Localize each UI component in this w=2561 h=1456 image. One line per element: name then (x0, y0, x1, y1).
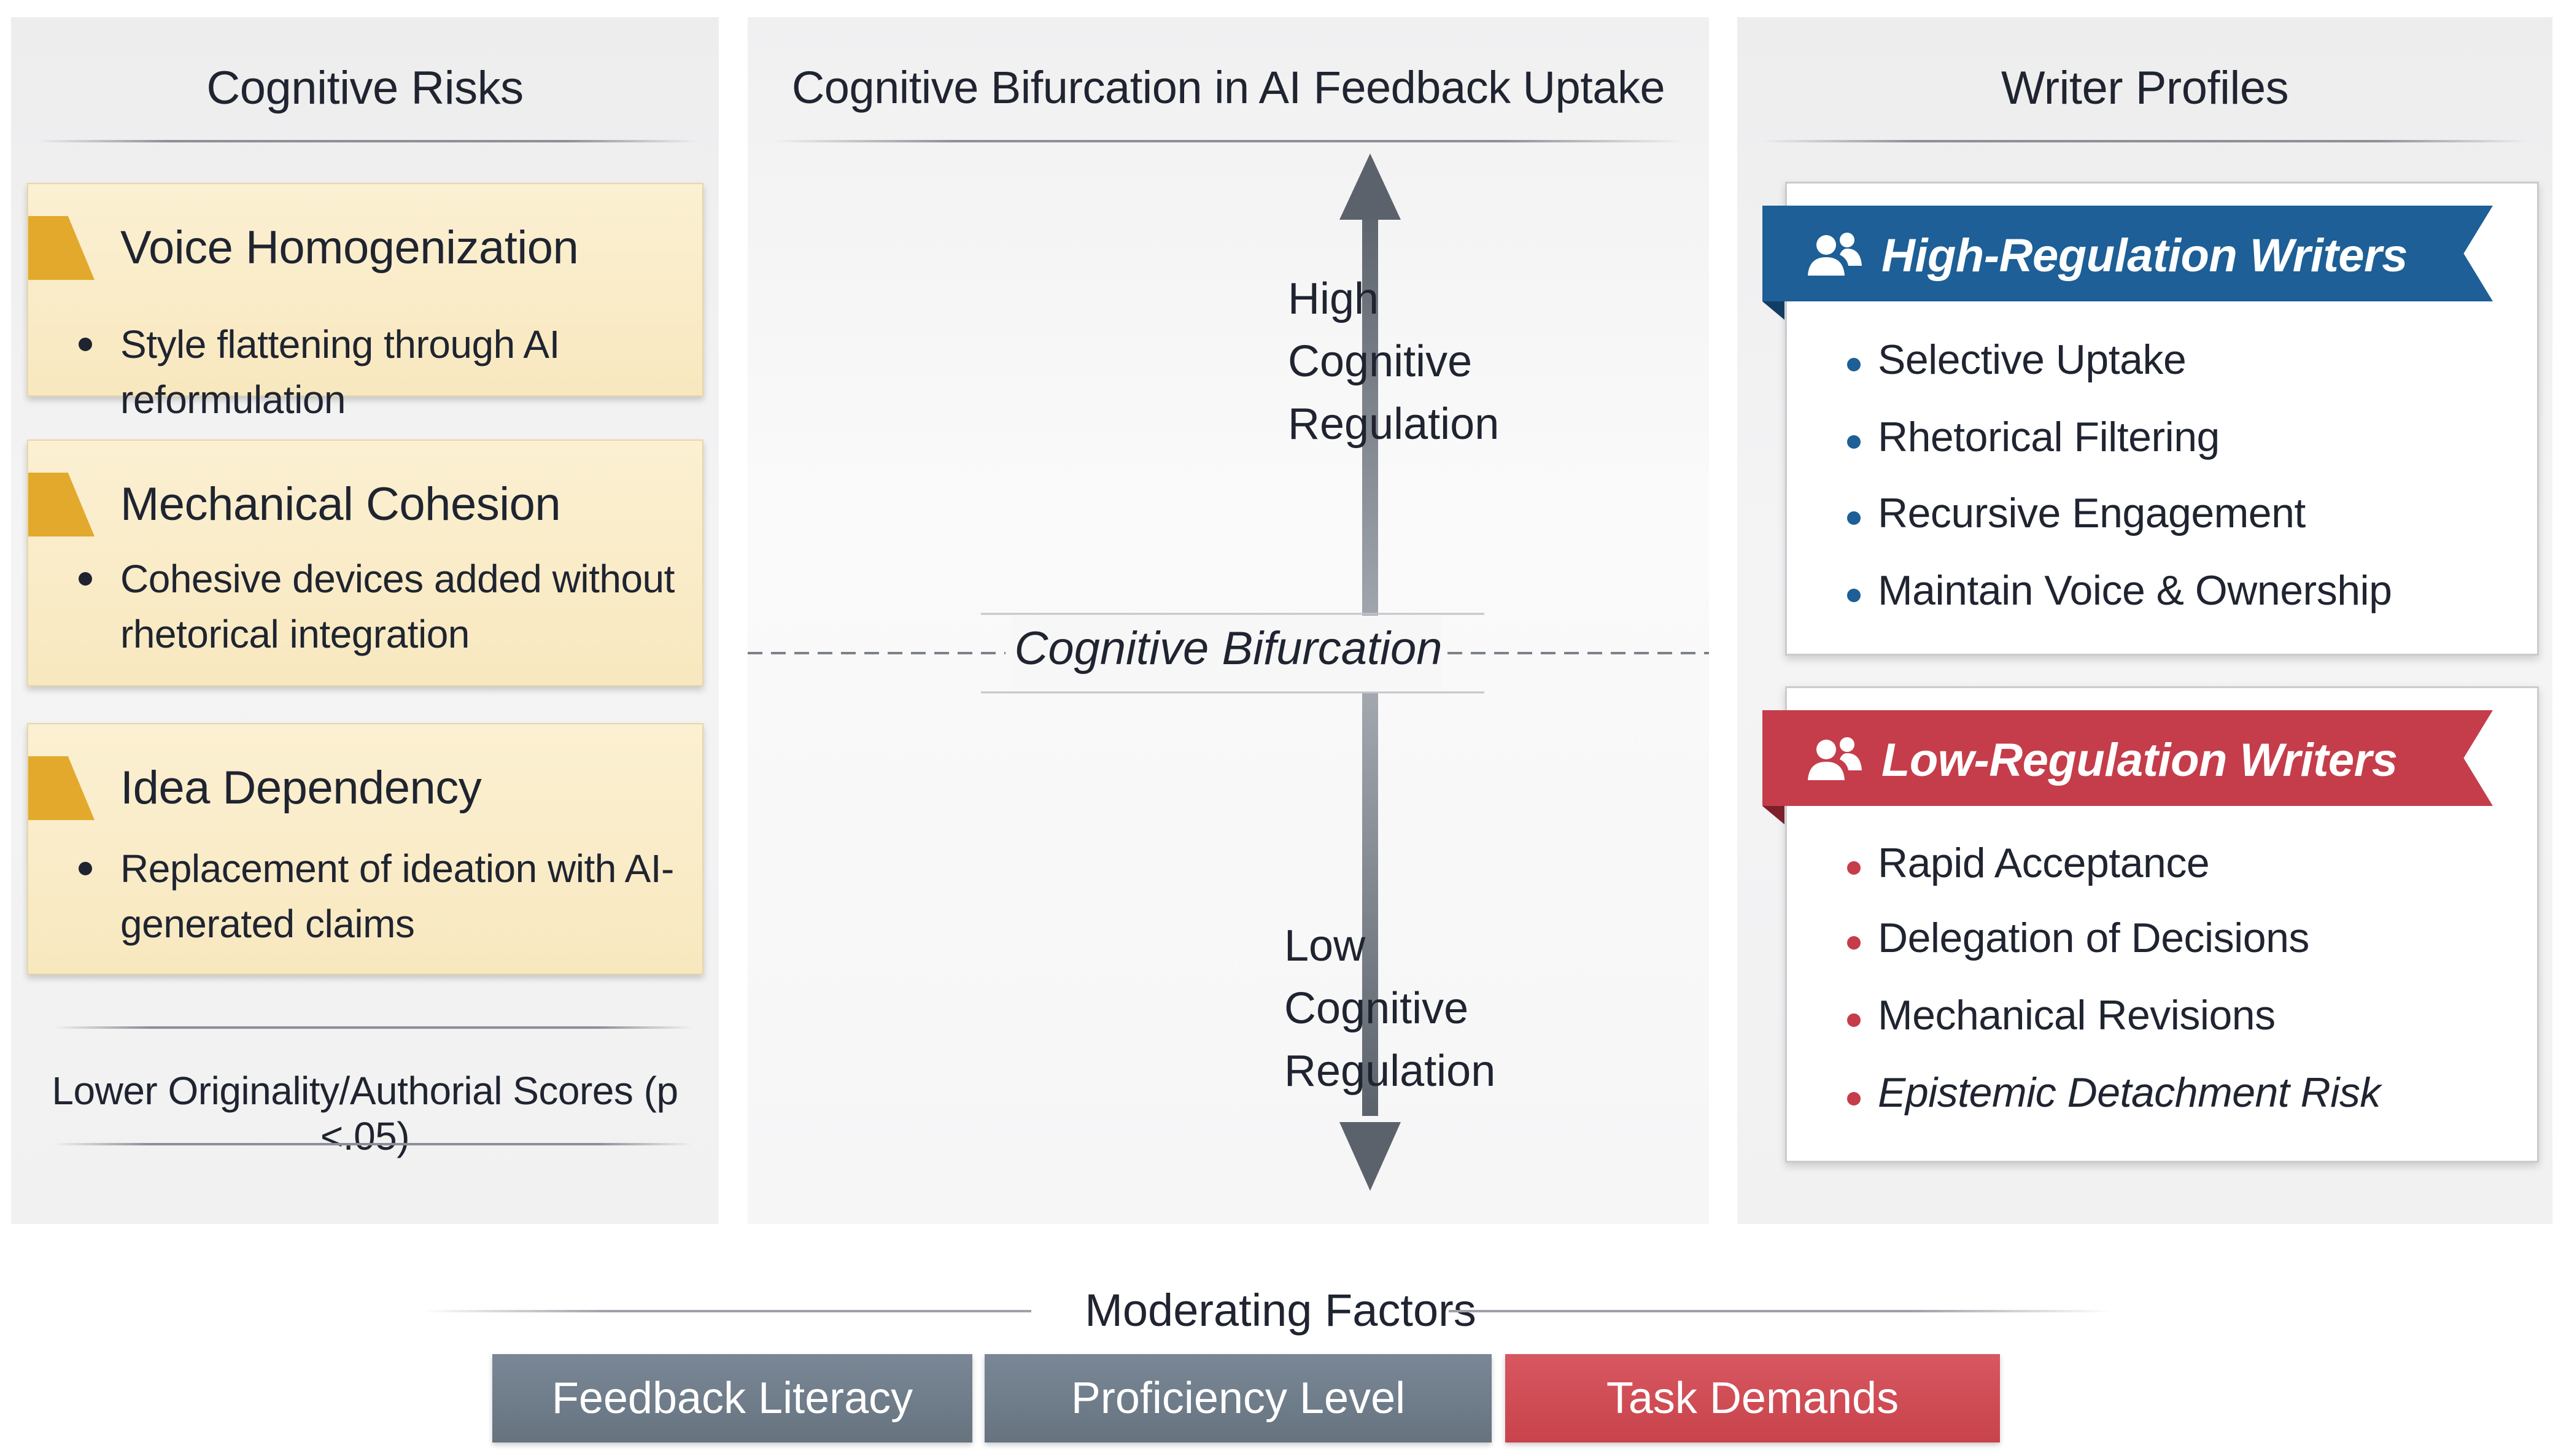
bullet-icon (1847, 589, 1861, 602)
risk-bullet: Style flattening through AI reformulatio… (120, 322, 560, 422)
low-item-mechanical-revisions: Mechanical Revisions (1878, 992, 2276, 1039)
risk-title: Mechanical Cohesion (120, 478, 561, 530)
bullet-icon (79, 572, 92, 586)
summary-divider-bottom (54, 1143, 692, 1145)
summary-divider-top (54, 1026, 692, 1029)
diagram-title: Cognitive Bifurcation in AI Feedback Upt… (791, 62, 1665, 113)
high-item-rhetorical-filtering: Rhetorical Filtering (1878, 414, 2220, 460)
users-icon (1808, 737, 1862, 780)
high-label-line-3: Regulation (1288, 400, 1500, 449)
bullet-icon (1847, 1092, 1861, 1106)
high-regulation-title: High-Regulation Writers (1881, 230, 2408, 282)
high-item-recursive-engagement: Recursive Engagement (1878, 490, 2306, 536)
bullet-icon (1847, 511, 1861, 525)
low-item-rapid-acceptance: Rapid Acceptance (1878, 840, 2210, 886)
factor-proficiency-level: Proficiency Level (985, 1354, 1492, 1442)
low-regulation-card: Low-Regulation Writers Rapid Acceptance … (1762, 686, 2539, 1163)
high-item-selective-uptake: Selective Uptake (1878, 336, 2187, 383)
risk-bullet-line-1: Replacement of ideation with AI- (120, 846, 674, 891)
high-regulation-banner: High-Regulation Writers (1762, 206, 2493, 301)
low-label-line-1: Low (1284, 921, 1366, 970)
bullet-icon (1847, 936, 1861, 950)
bullet-icon (1847, 861, 1861, 875)
users-icon (1808, 233, 1862, 276)
high-item-maintain-voice: Maintain Voice & Ownership (1878, 567, 2392, 614)
cognitive-bifurcation-label: Cognitive Bifurcation (1014, 622, 1443, 675)
bullet-icon (1847, 435, 1861, 449)
bullet-icon (79, 862, 92, 875)
low-regulation-label: Low Cognitive Regulation (1284, 915, 1495, 1102)
low-label-line-2: Cognitive (1284, 984, 1469, 1033)
risk-title: Voice Homogenization (120, 222, 579, 274)
high-label-line-2: Cognitive (1288, 337, 1473, 386)
writer-profiles-title: Writer Profiles (2001, 62, 2289, 114)
risk-card-voice-homogenization: Voice Homogenization Style flattening th… (27, 183, 703, 422)
bookmark-tab-icon (28, 756, 95, 820)
risk-bullet-line-1: Cohesive devices added without (120, 557, 675, 601)
risk-card-mechanical-cohesion: Mechanical Cohesion Cohesive devices add… (27, 440, 703, 686)
risk-title: Idea Dependency (120, 762, 482, 814)
down-arrowhead-icon (1339, 1122, 1401, 1191)
low-item-epistemic-detachment: Epistemic Detachment Risk (1878, 1069, 2381, 1116)
bullet-icon (1847, 1013, 1861, 1027)
high-regulation-label: High Cognitive Regulation (1288, 268, 1499, 455)
low-regulation-title: Low-Regulation Writers (1881, 734, 2398, 786)
moderating-factors-title: Moderating Factors (1085, 1285, 1476, 1336)
title-divider (772, 140, 1684, 142)
low-label-line-3: Regulation (1284, 1047, 1496, 1096)
lower-originality-scores: Lower Originality/Authorial Scores (p <.… (52, 1069, 678, 1158)
title-divider (36, 140, 699, 142)
bullet-icon (79, 338, 92, 351)
risk-bullet-line-2: rhetorical integration (120, 612, 470, 656)
bullet-icon (1847, 358, 1861, 371)
bifurcation-panel: Cognitive Bifurcation in AI Feedback Upt… (748, 17, 1709, 1224)
regulation-axis (748, 153, 1709, 1191)
up-arrowhead-icon (1339, 153, 1401, 220)
low-regulation-banner: Low-Regulation Writers (1762, 710, 2493, 806)
writer-profiles-panel: Writer Profiles High-Regulation Writers … (1737, 17, 2552, 1224)
divider-label-backdrop (1012, 616, 1441, 691)
banner-fold (1762, 806, 1784, 824)
moderating-rule-right (1449, 1310, 2112, 1312)
up-arrow-shaft (1362, 201, 1378, 631)
bookmark-tab-icon (28, 473, 95, 536)
down-arrow-shaft (1362, 692, 1378, 1116)
risk-bullet-line-2: generated claims (120, 902, 415, 946)
factor-feedback-literacy: Feedback Literacy (492, 1354, 972, 1442)
title-divider (1762, 140, 2529, 142)
high-label-line-1: High (1288, 274, 1379, 323)
bookmark-tab-icon (28, 216, 95, 280)
moderating-rule-left (424, 1310, 1031, 1312)
factor-task-demands: Task Demands (1505, 1354, 2000, 1442)
high-regulation-card: High-Regulation Writers Selective Uptake… (1762, 182, 2539, 656)
banner-fold (1762, 301, 1784, 320)
risk-card-idea-dependency: Idea Dependency Replacement of ideation … (27, 723, 703, 975)
cognitive-risks-panel: Cognitive Risks Voice Homogenization Sty… (11, 17, 719, 1224)
low-item-delegation: Delegation of Decisions (1878, 915, 2309, 961)
cognitive-risks-title: Cognitive Risks (206, 62, 524, 114)
